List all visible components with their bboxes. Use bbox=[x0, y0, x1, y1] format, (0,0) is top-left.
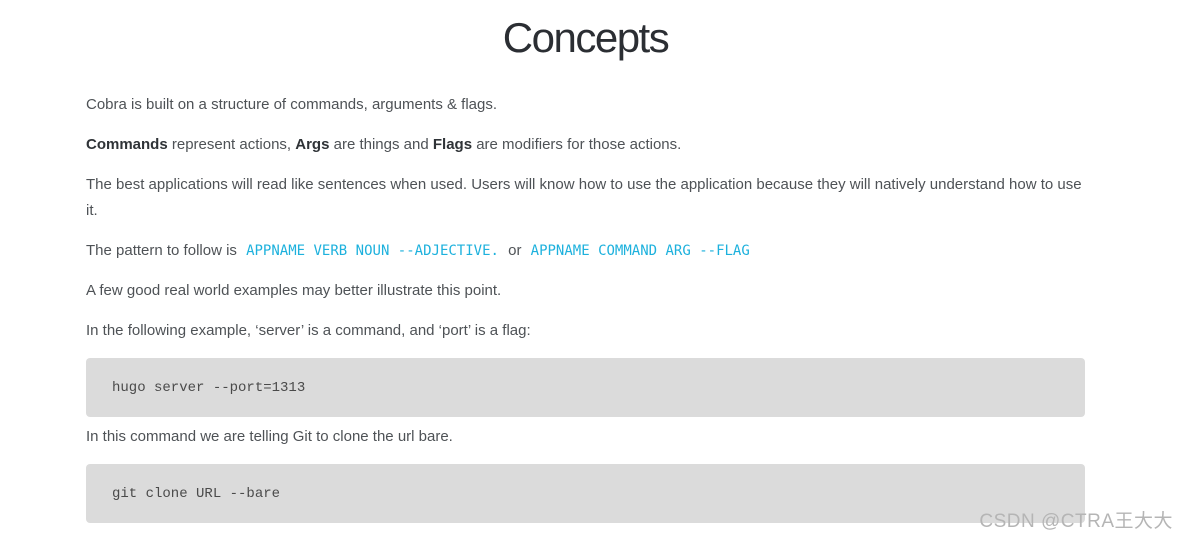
bold-term-flags: Flags bbox=[432, 136, 473, 153]
code-block-hugo: hugo server --port=1313 bbox=[86, 358, 1085, 417]
pattern-prefix: The pattern to follow is bbox=[86, 242, 242, 259]
page-title: Concepts bbox=[502, 14, 670, 61]
inline-code-adjective: APPNAME VERB NOUN --ADJECTIVE. bbox=[246, 243, 499, 259]
paragraph-pattern: The pattern to follow is APPNAME VERB NO… bbox=[86, 238, 1085, 264]
code-text-git: git clone URL --bare bbox=[112, 486, 281, 502]
paragraph-best-apps: The best applications will read like sen… bbox=[86, 176, 1082, 219]
bold-term-commands: Commands bbox=[86, 136, 168, 153]
bold-term-args: Args bbox=[295, 136, 330, 153]
inline-code-flag: APPNAME COMMAND ARG --FLAG bbox=[530, 243, 750, 259]
code-text-hugo: hugo server --port=1313 bbox=[112, 380, 306, 396]
pattern-middle: or bbox=[503, 242, 526, 259]
csdn-watermark: CSDN @CTRA王大大 bbox=[979, 511, 1173, 532]
doc-content: Concepts Cobra is built on a structure o… bbox=[86, 14, 1085, 523]
definitions-text-3: are modifiers for those actions. bbox=[472, 136, 682, 153]
paragraph-following-example: In the following example, ‘server’ is a … bbox=[86, 322, 531, 339]
definitions-text-1: represent actions, bbox=[167, 136, 296, 153]
paragraph-examples: A few good real world examples may bette… bbox=[86, 282, 502, 299]
code-block-git: git clone URL --bare bbox=[86, 464, 1085, 523]
paragraph-git-explanation: In this command we are telling Git to cl… bbox=[86, 428, 453, 445]
paragraph-definitions: Commands represent actions, Args are thi… bbox=[86, 132, 1085, 158]
paragraph-intro: Cobra is built on a structure of command… bbox=[86, 96, 498, 113]
definitions-text-2: are things and bbox=[329, 136, 433, 153]
